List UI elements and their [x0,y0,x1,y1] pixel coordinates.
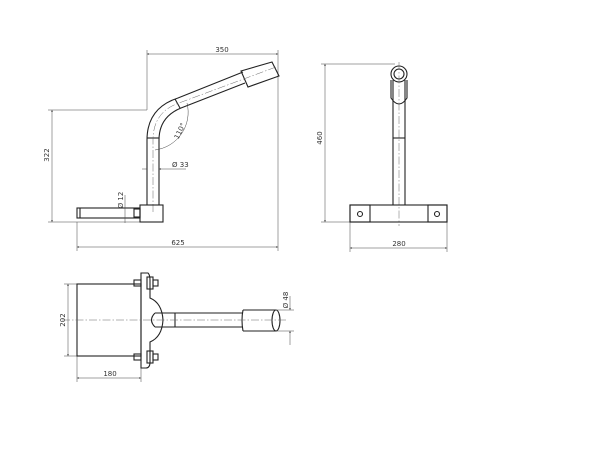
dim-d48-label: Ø 48 [282,292,290,309]
dim-460-label: 460 [316,131,324,144]
dim-d33-label: Ø 33 [172,161,189,169]
front-view: 460 280 [316,62,448,252]
top-view: 202 180 Ø 48 [59,272,294,382]
angle-110-label: 110° [173,122,187,141]
dim-d12-label: Ø 12 [117,192,125,209]
dim-625-label: 625 [171,239,184,247]
dim-180-label: 180 [103,370,116,378]
dim-280-label: 280 [392,240,405,248]
dim-350-label: 350 [215,46,228,54]
side-view: 350 322 625 110° Ø 33 Ø 12 [43,46,280,251]
dim-322-label: 322 [43,148,51,161]
